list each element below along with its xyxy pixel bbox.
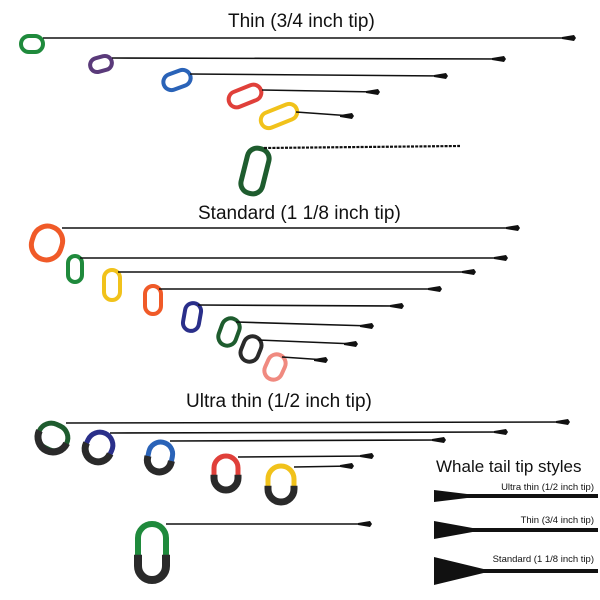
standard-rod-8-handle	[262, 352, 288, 382]
thin-rod-4-shaft	[261, 89, 379, 93]
standard-rod-6	[216, 316, 374, 348]
ultra-rod-3	[143, 437, 446, 476]
ultra-rod-3-tip	[432, 437, 446, 443]
standard-rod-6-handle	[216, 316, 242, 348]
whale-tip-label-standard: Standard (1 1/8 inch tip)	[492, 554, 594, 565]
standard-rod-2	[66, 254, 508, 284]
standard-rod-6-shaft	[235, 321, 373, 327]
thin-rod-3	[161, 67, 448, 93]
ultra-rod-2-shaft	[109, 431, 507, 434]
ultra-rod-4-shaft	[237, 455, 373, 458]
heading-thin: Thin (3/4 inch tip)	[228, 11, 375, 32]
ultra-rod-2	[81, 429, 508, 466]
ultra-rod-4	[210, 453, 374, 494]
ultra-rod-6-tip	[358, 521, 372, 527]
thin-rod-1	[19, 34, 576, 54]
standard-rod-5-handle	[180, 301, 204, 333]
heading-whale-tail: Whale tail tip styles	[436, 457, 582, 476]
thin-rod-6-shaft	[263, 144, 461, 150]
standard-rod-8-tip	[314, 357, 328, 363]
whale-tail-tip-group	[434, 490, 598, 585]
heading-standard: Standard (1 1/8 inch tip)	[198, 203, 401, 224]
ultra-rod-1-handle	[34, 420, 71, 456]
standard-rod-5-shaft	[197, 304, 403, 307]
standard-rod-5	[180, 301, 404, 333]
standard-rod-8	[262, 352, 328, 382]
thin-rod-2-handle	[88, 53, 114, 75]
thin-rod-5-handle	[258, 101, 300, 131]
standard-rod-7	[238, 334, 358, 364]
ultra-rod-1-tip	[556, 419, 570, 425]
thin-rod-4-handle	[226, 82, 264, 110]
whale-tip-ultra-thin	[434, 490, 598, 502]
whale-tip-thin	[434, 521, 598, 539]
ultra-rod-6-handle	[134, 521, 170, 584]
standard-rod-4-handle	[143, 284, 163, 316]
thin-rod-1-tip	[562, 35, 576, 41]
ultra-rod-6	[134, 521, 372, 584]
thin-rod-1-handle	[19, 34, 45, 54]
ultra-rod-4-tip	[360, 453, 374, 459]
standard-rod-2-tip	[494, 255, 508, 261]
ultra-rod-2-tip	[494, 429, 508, 435]
thin-rod-5	[258, 101, 354, 131]
whale-tip-standard-shape	[434, 557, 598, 585]
whale-tip-ultra-thin-shape	[434, 490, 598, 502]
whale-tip-label-thin: Thin (3/4 inch tip)	[520, 515, 594, 526]
thin-rod-4	[226, 82, 380, 110]
ultra-rod-5-handle	[264, 463, 298, 506]
thin-rod-3-shaft	[189, 73, 447, 77]
ultra-rod-3-handle	[143, 439, 176, 476]
standard-rod-4-tip	[428, 286, 442, 292]
ultra-rod-5-tip	[340, 463, 354, 469]
thin-rod-3-handle	[161, 67, 193, 93]
whale-tip-thin-shape	[434, 521, 598, 539]
whale-tip-label-ultra-thin: Ultra thin (1/2 inch tip)	[501, 482, 594, 493]
standard-rod-1	[28, 223, 520, 263]
standard-rod-4	[143, 284, 442, 316]
standard-rod-3-tip	[462, 269, 476, 275]
standard-rod-3	[102, 268, 476, 302]
thin-rod-group	[19, 34, 576, 197]
thin-rod-5-tip	[340, 113, 354, 119]
thin-rod-3-tip	[434, 73, 448, 79]
thin-rod-6-handle	[238, 145, 272, 197]
standard-rod-7-handle	[238, 334, 264, 364]
thin-rod-2	[88, 53, 506, 75]
whale-tip-standard	[434, 557, 598, 585]
ultra-rod-4-handle	[210, 453, 242, 494]
thin-rod-4-tip	[366, 89, 380, 95]
ultra-rod-1	[34, 419, 570, 456]
standard-rod-6-tip	[360, 323, 374, 329]
standard-rod-1-handle	[28, 223, 66, 263]
standard-rod-group	[28, 223, 520, 382]
standard-rod-3-handle	[102, 268, 122, 302]
ultra-rod-3-shaft	[169, 439, 445, 442]
standard-rod-7-tip	[344, 341, 358, 347]
standard-rod-7-shaft	[257, 339, 357, 345]
standard-rod-1-tip	[506, 225, 520, 231]
heading-ultra-thin: Ultra thin (1/2 inch tip)	[186, 391, 372, 412]
ultra-rod-2-handle	[81, 429, 116, 466]
thin-rod-2-tip	[492, 56, 506, 62]
standard-rod-5-tip	[390, 303, 404, 309]
thin-rod-6	[238, 144, 461, 197]
thin-rod-2-shaft	[111, 57, 505, 60]
standard-rod-2-handle	[66, 254, 84, 284]
ultra-thin-rod-group	[34, 419, 570, 584]
ultra-rod-1-shaft	[65, 421, 569, 424]
ultra-rod-5	[264, 463, 354, 506]
